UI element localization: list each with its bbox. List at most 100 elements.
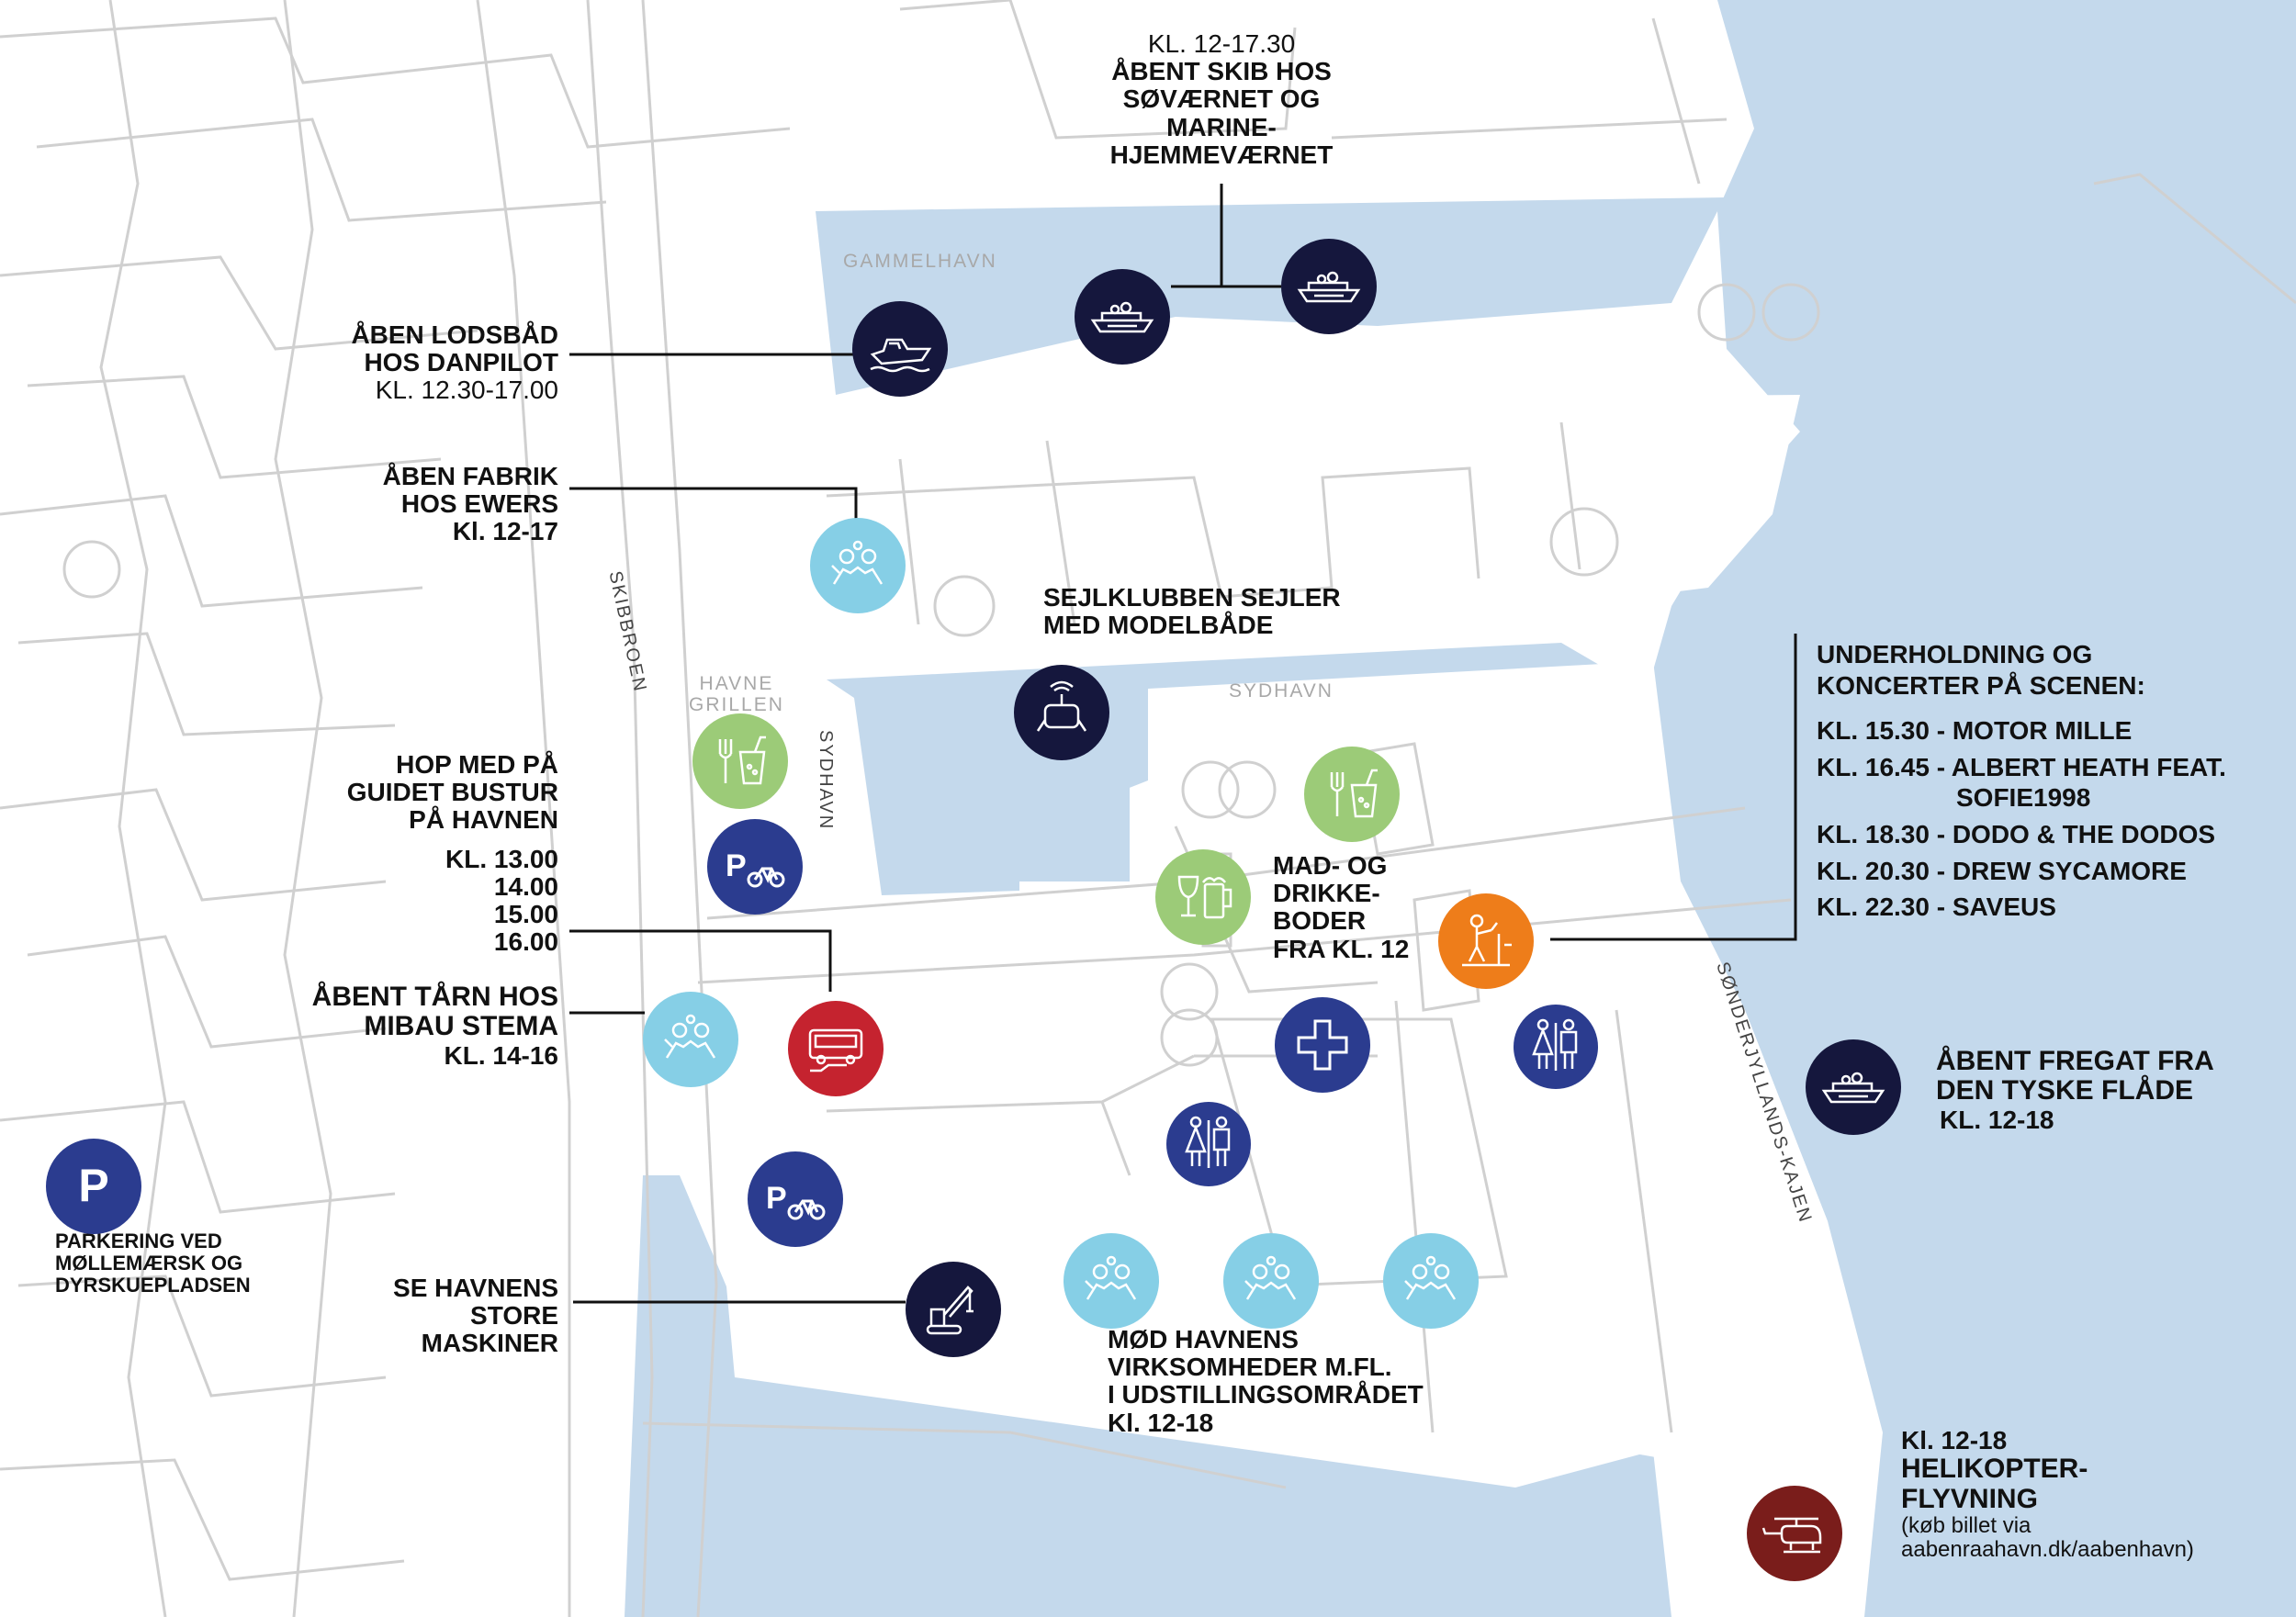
parking-bike-icon[interactable]: P <box>707 819 803 915</box>
label-line: HELIKOPTER- <box>1901 1454 2088 1485</box>
schedule-row: KL. 22.30 - SAVEUS <box>1817 893 2056 922</box>
label-line: HOS EWERS <box>400 489 558 519</box>
label-line: PARKERING VED <box>55 1230 222 1252</box>
havnegrillen-line2: GRILLEN <box>689 694 784 716</box>
label-line: STORE <box>470 1301 558 1331</box>
label-line: Kl. 12-18 <box>1108 1408 1214 1437</box>
helicopter-icon[interactable] <box>1747 1486 1842 1581</box>
label-line: 14.00 <box>493 871 558 901</box>
sydhavn-water-label: SYDHAVN <box>1229 680 1334 702</box>
label-parkering: PARKERING VED MØLLEMÆRSK OG DYRSKUEPLADS… <box>55 1230 312 1296</box>
label-line: GUIDET BUSTUR <box>346 778 558 807</box>
svg-text:P: P <box>766 1181 787 1216</box>
label-line: DYRSKUEPLADSEN <box>55 1273 251 1297</box>
people-meeting-icon[interactable] <box>810 518 906 613</box>
crane-icon[interactable] <box>906 1262 1001 1357</box>
schedule-row: KL. 20.30 - DREW SYCAMORE <box>1817 856 2187 885</box>
wine-beer-icon[interactable] <box>1155 849 1251 945</box>
toilets-icon[interactable] <box>1166 1102 1251 1186</box>
schedule-row: KL. 15.30 - MOTOR MILLE <box>1817 716 2133 746</box>
schedule-row: KL. 16.45 - ALBERT HEATH FEAT. <box>1817 752 2226 781</box>
label-line: KL. 14-16 <box>444 1040 559 1070</box>
label-line: ÅBEN FABRIK <box>382 462 558 490</box>
parking-letter: P <box>78 1160 108 1211</box>
havnegrillen-line1: HAVNE <box>699 673 774 694</box>
label-line: KL. 12-18 <box>1940 1105 2054 1134</box>
label-line: SØVÆRNET OG <box>1122 84 1321 114</box>
people-meeting-icon[interactable] <box>1223 1233 1319 1329</box>
svg-text:P: P <box>726 848 747 883</box>
first-aid-icon[interactable] <box>1275 997 1370 1093</box>
label-line: SEJLKLUBBEN SEJLER <box>1043 583 1341 612</box>
label-line: VIRKSOMHEDER M.FL. <box>1108 1353 1392 1382</box>
label-lodsbaad: ÅBEN LODSBÅD HOS DANPILOT KL. 12.30-17.0… <box>239 320 558 405</box>
label-line: HOP MED PÅ <box>396 750 558 779</box>
people-meeting-icon[interactable] <box>1383 1233 1479 1329</box>
pilot-boat-icon[interactable] <box>852 301 948 397</box>
label-line: DRIKKE- <box>1273 879 1380 908</box>
label-line: FLYVNING <box>1901 1483 2038 1514</box>
toilets-icon[interactable] <box>1514 1005 1598 1089</box>
label-line: ÅBENT FREGAT FRA <box>1936 1046 2214 1076</box>
label-line: MASKINER <box>421 1329 558 1358</box>
food-drink-icon[interactable] <box>1304 747 1400 842</box>
label-line: MØD HAVNENS <box>1108 1325 1299 1353</box>
label-taarn-mibau: ÅBENT TÅRN HOS MIBAU STEMA KL. 14-16 <box>257 982 559 1070</box>
label-aabent-skib-soevaernet: KL. 12-17.30 ÅBENT SKIB HOS SØVÆRNET OG … <box>1084 29 1359 169</box>
label-fregat: ÅBENT FREGAT FRA DEN TYSKE FLÅDE KL. 12-… <box>1936 1046 2267 1134</box>
stage-heading: UNDERHOLDNING OG <box>1817 640 2093 668</box>
remote-control-icon[interactable] <box>1014 665 1109 760</box>
stage-schedule: UNDERHOLDNING OG KONCERTER PÅ SCENEN: KL… <box>1817 639 2276 923</box>
label-sejlklubben: SEJLKLUBBEN SEJLER MED MODELBÅDE <box>1043 583 1411 640</box>
label-line: MØLLEMÆRSK OG <box>55 1251 243 1275</box>
label-line: Kl. 12-17 <box>452 517 558 546</box>
label-line: FRA KL. 12 <box>1273 934 1410 963</box>
label-helikopter: Kl. 12-18 HELIKOPTER- FLYVNING (køb bill… <box>1901 1426 2287 1562</box>
label-line: KL. 12.30-17.00 <box>375 376 558 405</box>
schedule-row: SOFIE1998 <box>1956 783 2091 813</box>
navy-ship-icon[interactable] <box>1075 269 1170 365</box>
label-line: MIBAU STEMA <box>364 1011 558 1042</box>
label-line: HJEMMEVÆRNET <box>1109 140 1334 169</box>
label-line: PÅ HAVNEN <box>409 805 558 835</box>
label-store-maskiner: SE HAVNENS STORE MASKINER <box>312 1274 558 1358</box>
food-drink-icon[interactable] <box>692 713 788 809</box>
label-virksomheder: MØD HAVNENS VIRKSOMHEDER M.FL. I UDSTILL… <box>1108 1325 1493 1437</box>
people-meeting-icon[interactable] <box>1064 1233 1159 1329</box>
label-line: MARINE- <box>1166 112 1277 141</box>
label-mad-drikke: MAD- OG DRIKKE- BODER FRA KL. 12 <box>1273 851 1438 963</box>
label-line: BODER <box>1273 906 1367 936</box>
parking-bike-icon[interactable]: P <box>748 1151 843 1247</box>
label-line: Kl. 12-18 <box>1901 1426 2008 1454</box>
label-line: ÅBENT TÅRN HOS <box>311 982 558 1012</box>
bus-icon[interactable] <box>788 1001 884 1096</box>
label-line: ÅBENT SKIB HOS <box>1111 57 1332 86</box>
label-line: MAD- OG <box>1273 851 1388 880</box>
label-line: DEN TYSKE FLÅDE <box>1936 1075 2194 1106</box>
label-fabrik-ewers: ÅBEN FABRIK HOS EWERS Kl. 12-17 <box>276 462 558 546</box>
stage-heading: KONCERTER PÅ SCENEN: <box>1817 670 2145 700</box>
sydhavn-street: SYDHAVN <box>816 730 836 831</box>
navy-ship-icon[interactable] <box>1806 1039 1901 1135</box>
label-line: aabenraahavn.dk/aabenhavn) <box>1901 1536 2194 1562</box>
havnegrillen-label: HAVNE GRILLEN <box>689 673 784 715</box>
label-line: HOS DANPILOT <box>364 348 558 377</box>
label-line: (køb billet via <box>1901 1513 2032 1539</box>
navy-ship-icon[interactable] <box>1281 239 1377 334</box>
label-line: 16.00 <box>493 927 558 957</box>
leader-lines <box>569 184 1797 1304</box>
label-bustur: HOP MED PÅ GUIDET BUSTUR PÅ HAVNEN KL. 1… <box>276 750 558 957</box>
label-line: MED MODELBÅDE <box>1043 611 1274 640</box>
label-line: KL. 13.00 <box>445 844 558 873</box>
label-line: KL. 12-17.30 <box>1147 29 1296 58</box>
label-line: I UDSTILLINGSOMRÅDET <box>1108 1380 1424 1409</box>
stage-performer-icon[interactable] <box>1438 893 1534 989</box>
parking-icon[interactable]: P <box>46 1139 141 1234</box>
label-line: SE HAVNENS <box>393 1274 558 1302</box>
people-meeting-icon[interactable] <box>643 992 738 1087</box>
label-line: ÅBEN LODSBÅD <box>351 320 558 349</box>
schedule-row: KL. 18.30 - DODO & THE DODOS <box>1817 819 2216 848</box>
label-line: 15.00 <box>493 900 558 929</box>
